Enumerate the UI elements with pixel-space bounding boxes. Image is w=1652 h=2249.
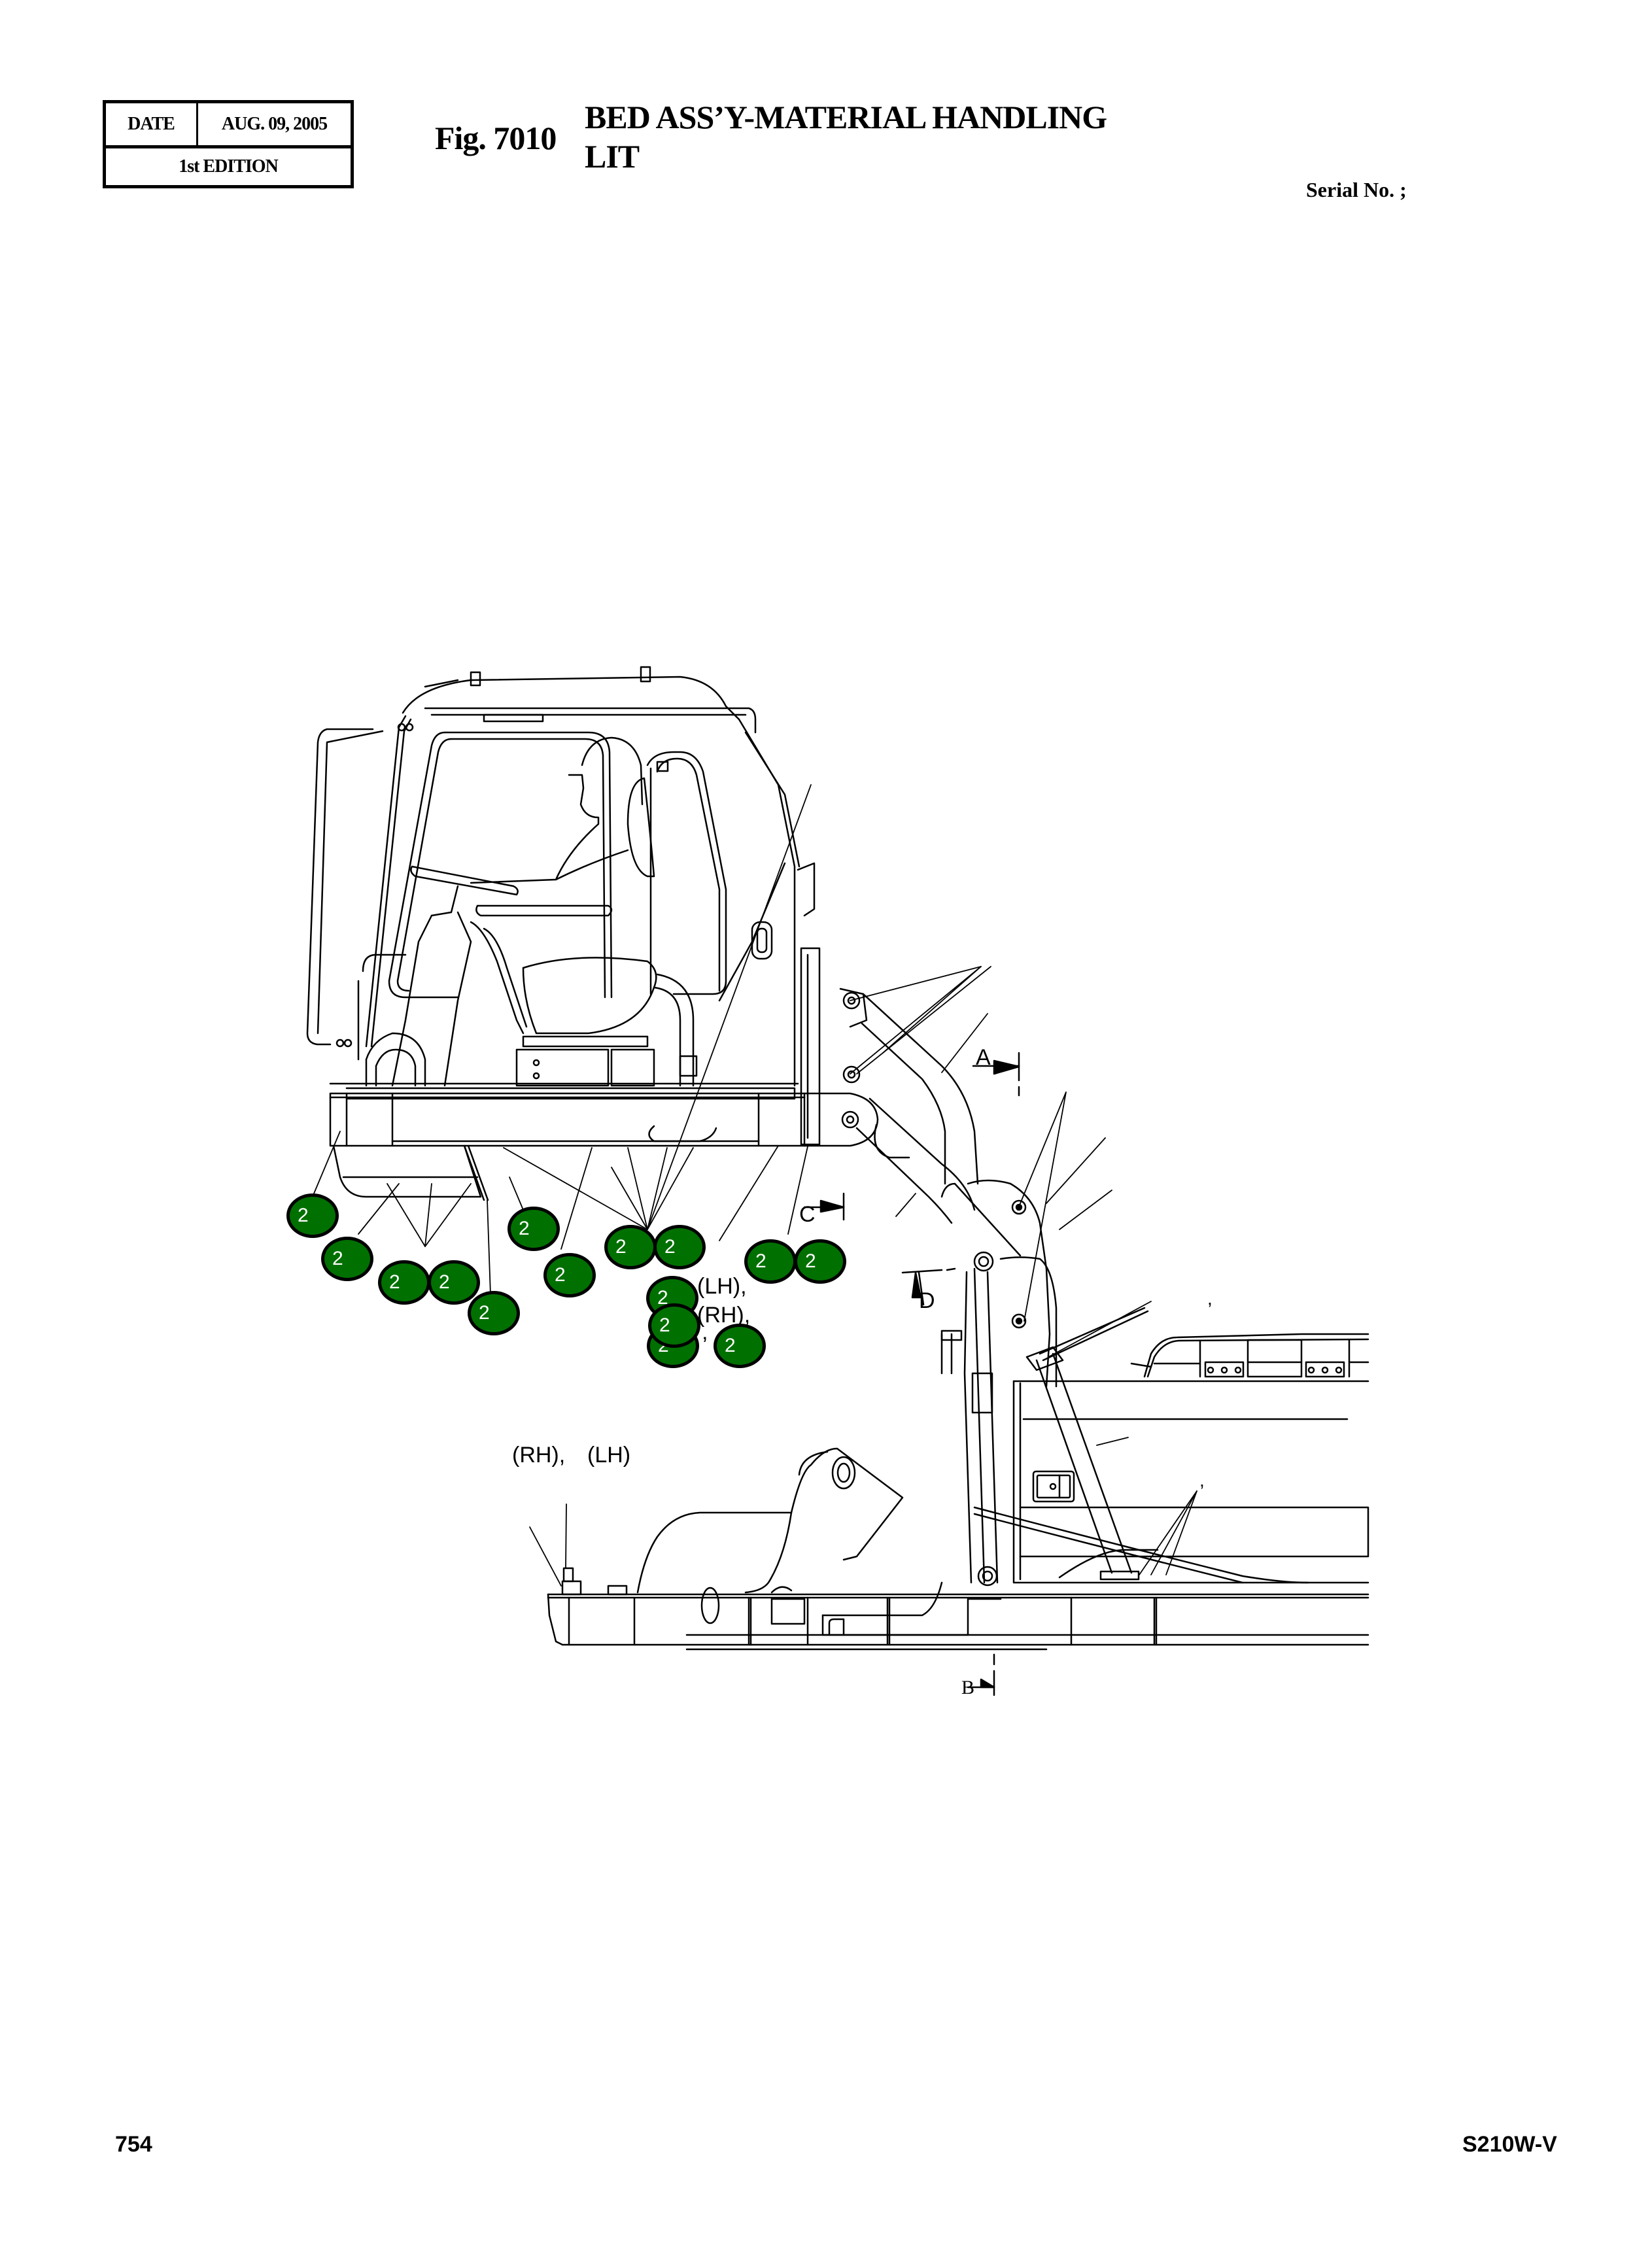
date-value: AUG. 09, 2005 [221, 114, 328, 134]
page-number: 754 [115, 2132, 152, 2157]
item-callout[interactable]: 2 [508, 1207, 560, 1251]
date-row: DATE AUG. 09, 2005 [106, 103, 351, 148]
item-callout[interactable]: 2 [378, 1260, 430, 1305]
item-callout[interactable]: 2 [794, 1239, 846, 1284]
view-marker-d: D [919, 1288, 935, 1313]
side-label-lh-lower: (LH) [587, 1443, 631, 1468]
item-callout[interactable]: 2 [648, 1303, 700, 1348]
side-label-rh-lower: (RH), [512, 1443, 566, 1468]
leader-lines [313, 784, 1197, 1587]
side-label-rh-upper: (RH), [697, 1303, 751, 1328]
operator-cab [306, 666, 816, 1100]
item-callout[interactable]: 2 [744, 1239, 797, 1284]
item-callout[interactable]: 2 [604, 1225, 657, 1269]
separator-comma: ’ [702, 1333, 708, 1358]
date-label: DATE [106, 103, 198, 145]
date-edition-box: DATE AUG. 09, 2005 1st EDITION [103, 100, 354, 188]
item-callout[interactable]: 2 [468, 1291, 520, 1335]
page-title-continued: LIT [585, 138, 640, 175]
view-marker-a: A [976, 1045, 991, 1070]
view-marker-b: B [961, 1677, 975, 1698]
model-code: S210W-V [1462, 2132, 1557, 2157]
material-handling-linkage [839, 987, 1058, 1587]
figure-number: Fig. 7010 [435, 120, 557, 156]
item-callout[interactable]: 2 [543, 1253, 596, 1297]
separator-comma: , [1199, 1470, 1205, 1490]
bed-beam [329, 947, 879, 1201]
upper-structure-body [973, 1307, 1369, 1584]
item-callout[interactable]: 2 [428, 1260, 480, 1305]
item-callout[interactable]: 2 [653, 1225, 706, 1269]
section-markers [803, 1052, 1020, 1696]
separator-comma: , [1207, 1288, 1213, 1309]
serial-number-label: Serial No. ; [1306, 178, 1407, 201]
side-label-lh-upper: (LH), [697, 1274, 747, 1299]
item-callout[interactable]: 2 [714, 1324, 766, 1368]
lower-frame [547, 1447, 1369, 1651]
item-callout[interactable]: 2 [321, 1237, 373, 1281]
page-title: BED ASS’Y-MATERIAL HANDLING [585, 99, 1107, 135]
view-marker-c: C [799, 1202, 816, 1227]
item-callout[interactable]: 2 [286, 1193, 339, 1238]
edition-label: 1st EDITION [179, 156, 279, 177]
